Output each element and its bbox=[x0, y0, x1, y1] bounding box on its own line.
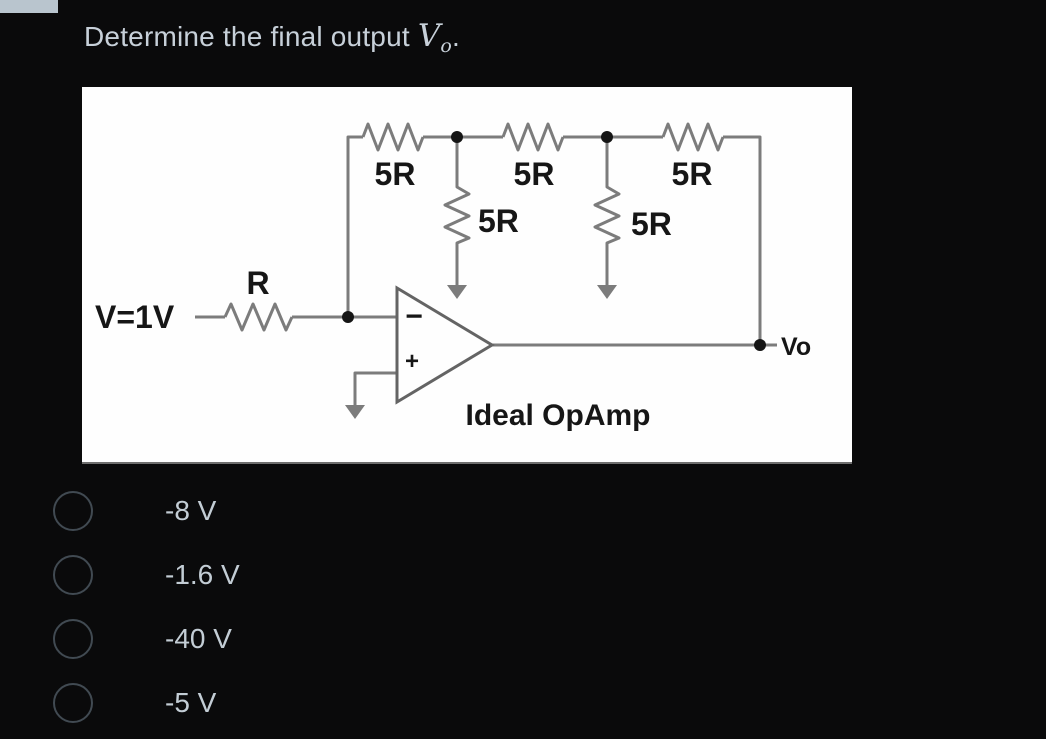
shunt-r2-label: 5R bbox=[631, 206, 672, 242]
input-source-label: V=1V bbox=[95, 299, 175, 335]
top-progress-bar bbox=[0, 0, 58, 13]
radio-button-1[interactable] bbox=[53, 491, 93, 531]
answer-option-2-label: -1.6 V bbox=[165, 559, 240, 590]
ground-arrow-shunt2 bbox=[597, 285, 617, 299]
input-resistor bbox=[223, 302, 294, 332]
question-math-variable: V bbox=[417, 18, 441, 54]
answer-option-2[interactable]: -1.6 V bbox=[53, 555, 753, 595]
node-dot-inverting bbox=[342, 311, 354, 323]
ground-arrow-noninverting bbox=[345, 405, 365, 419]
question-math-subscript: o bbox=[440, 35, 453, 57]
feedback-left-wire bbox=[346, 135, 363, 317]
series-resistor-3 bbox=[661, 122, 725, 152]
answer-option-4[interactable]: -5 V bbox=[53, 683, 753, 723]
radio-button-3[interactable] bbox=[53, 619, 93, 659]
answer-option-3[interactable]: -40 V bbox=[53, 619, 753, 659]
input-resistor-label: R bbox=[246, 265, 269, 301]
node-dot-1 bbox=[451, 131, 463, 143]
answer-option-1-label: -8 V bbox=[165, 495, 217, 526]
output-label: Vo bbox=[781, 333, 811, 361]
node-dot-output bbox=[754, 339, 766, 351]
series-r2-label: 5R bbox=[514, 156, 555, 192]
question-title-text: Determine the final output bbox=[84, 21, 418, 52]
circuit-image: − + 5R 5R 5R 5R 5R R V=1V Vo Ideal OpAmp bbox=[82, 87, 852, 464]
ground-arrows bbox=[345, 285, 617, 419]
series-resistor-1 bbox=[361, 122, 425, 152]
series-r3-label: 5R bbox=[672, 156, 713, 192]
shunt-r1-label: 5R bbox=[478, 203, 519, 239]
answer-option-4-label: -5 V bbox=[165, 687, 217, 718]
shunt-resistor-2 bbox=[593, 137, 621, 285]
radio-button-2[interactable] bbox=[53, 555, 93, 595]
opamp-caption: Ideal OpAmp bbox=[465, 399, 650, 432]
inverting-mark: − bbox=[405, 300, 423, 333]
feedback-right-wire bbox=[723, 135, 762, 345]
question-title-period: . bbox=[452, 21, 461, 52]
answer-option-3-label: -40 V bbox=[165, 623, 232, 654]
node-dots bbox=[342, 131, 766, 351]
noninverting-mark: + bbox=[405, 348, 419, 375]
opamp-circuit-diagram: − + 5R 5R 5R 5R 5R R V=1V Vo Ideal OpAmp bbox=[95, 122, 811, 432]
node-dot-2 bbox=[601, 131, 613, 143]
series-resistor-2 bbox=[501, 122, 565, 152]
answer-option-1[interactable]: -8 V bbox=[53, 491, 753, 531]
shunt-resistor-1 bbox=[443, 137, 471, 285]
opamp-triangle bbox=[395, 285, 495, 405]
question-title: Determine the final output Vo. bbox=[84, 16, 460, 66]
series-r1-label: 5R bbox=[375, 156, 416, 192]
ground-arrow-shunt1 bbox=[447, 285, 467, 299]
noninverting-ground-wire bbox=[353, 371, 397, 405]
radio-button-4[interactable] bbox=[53, 683, 93, 723]
